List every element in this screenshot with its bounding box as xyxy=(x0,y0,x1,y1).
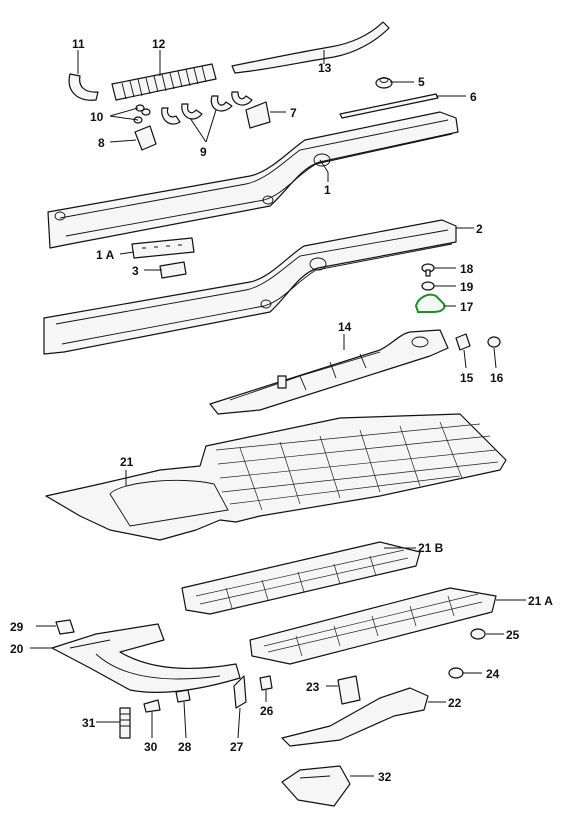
part-12-bellows xyxy=(111,63,217,101)
part-29-clip xyxy=(55,619,75,635)
part-16-plug xyxy=(487,336,501,348)
callout-20: 20 xyxy=(10,642,24,656)
callout-1: 1 xyxy=(324,183,331,197)
callout-15: 15 xyxy=(460,371,474,385)
part-1A-plate xyxy=(131,237,195,259)
part-1-central-tunnel xyxy=(47,111,459,249)
part-31-bolt xyxy=(119,707,131,739)
part-13-hose xyxy=(231,21,390,74)
part-21-floor-pan xyxy=(45,413,507,541)
part-8-bracket xyxy=(134,125,157,151)
callout-30: 30 xyxy=(144,740,158,754)
callout-6: 6 xyxy=(470,90,477,104)
part-9-clamps xyxy=(161,91,253,125)
part-26-clip xyxy=(259,675,273,691)
part-21B-floor-panel xyxy=(181,541,421,615)
part-24-nut xyxy=(448,667,464,679)
callout-5: 5 xyxy=(418,75,425,89)
part-20-bracket xyxy=(51,623,241,693)
callout-21A: 21 A xyxy=(528,594,553,608)
callout-22: 22 xyxy=(448,696,462,710)
callout-13: 13 xyxy=(318,61,332,75)
callout-12: 12 xyxy=(152,37,166,51)
callout-11: 11 xyxy=(72,37,85,51)
part-3-mount xyxy=(159,261,187,279)
part-18-screw xyxy=(421,263,435,277)
part-25-nut xyxy=(470,628,486,640)
part-10-clips xyxy=(133,104,151,124)
callout-21: 21 xyxy=(120,455,134,469)
part-7-bracket xyxy=(245,101,271,129)
callout-25: 25 xyxy=(506,628,520,642)
part-14-tunnel-cover xyxy=(209,329,449,415)
callout-9: 9 xyxy=(200,145,207,159)
callout-31: 31 xyxy=(82,716,96,730)
part-27-bracket xyxy=(233,675,247,709)
callout-27: 27 xyxy=(230,740,244,754)
part-28-clip xyxy=(175,689,191,703)
part-30-clip xyxy=(143,699,161,713)
callout-17: 17 xyxy=(460,300,474,314)
part-6-strip xyxy=(339,93,439,119)
callout-labels: 11 12 13 5 6 10 7 8 9 1 2 1 A 3 18 19 17… xyxy=(10,37,553,784)
callout-3: 3 xyxy=(132,264,139,278)
leader-lines xyxy=(30,50,526,777)
callout-26: 26 xyxy=(260,704,274,718)
callout-8: 8 xyxy=(98,136,105,150)
part-2-central-tunnel xyxy=(43,219,457,355)
callout-29: 29 xyxy=(10,620,24,634)
part-32-shield xyxy=(281,765,351,807)
callout-19: 19 xyxy=(460,280,474,294)
callout-7: 7 xyxy=(290,106,297,120)
part-23-bracket xyxy=(337,675,361,705)
callout-23: 23 xyxy=(306,680,320,694)
part-19-nut xyxy=(421,281,435,291)
callout-32: 32 xyxy=(378,770,392,784)
callout-28: 28 xyxy=(178,740,192,754)
part-15-clip xyxy=(455,333,471,351)
part-17-gasket-highlighted xyxy=(414,293,446,313)
part-5-grommet xyxy=(375,77,393,89)
callout-18: 18 xyxy=(460,262,474,276)
callout-1A: 1 A xyxy=(96,248,115,262)
callout-10: 10 xyxy=(90,110,104,124)
part-22-rail xyxy=(281,687,429,747)
part-11-elbow-hose xyxy=(68,73,99,101)
callout-16: 16 xyxy=(490,371,504,385)
callout-2: 2 xyxy=(476,222,483,236)
callout-14: 14 xyxy=(338,320,352,334)
callout-21B: 21 B xyxy=(418,541,444,555)
part-21A-floor-panel xyxy=(249,587,497,665)
callout-24: 24 xyxy=(486,667,500,681)
